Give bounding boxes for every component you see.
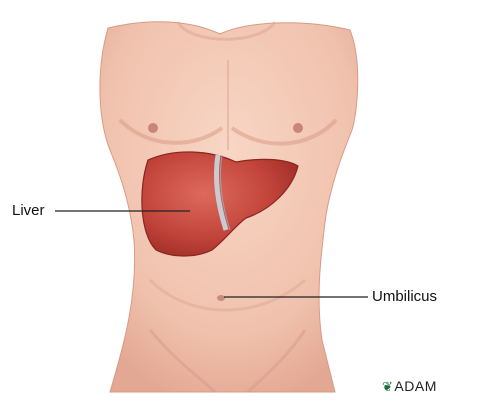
nipple-right bbox=[293, 123, 303, 133]
adam-leaf-icon: ❦ bbox=[382, 379, 393, 394]
navel bbox=[217, 295, 225, 301]
liver-label: Liver bbox=[12, 202, 45, 219]
umbilicus-label: Umbilicus bbox=[372, 288, 437, 305]
logo-text: ADAM bbox=[394, 378, 436, 394]
nipple-left bbox=[148, 123, 158, 133]
adam-logo: ❦ADAM bbox=[382, 378, 437, 395]
